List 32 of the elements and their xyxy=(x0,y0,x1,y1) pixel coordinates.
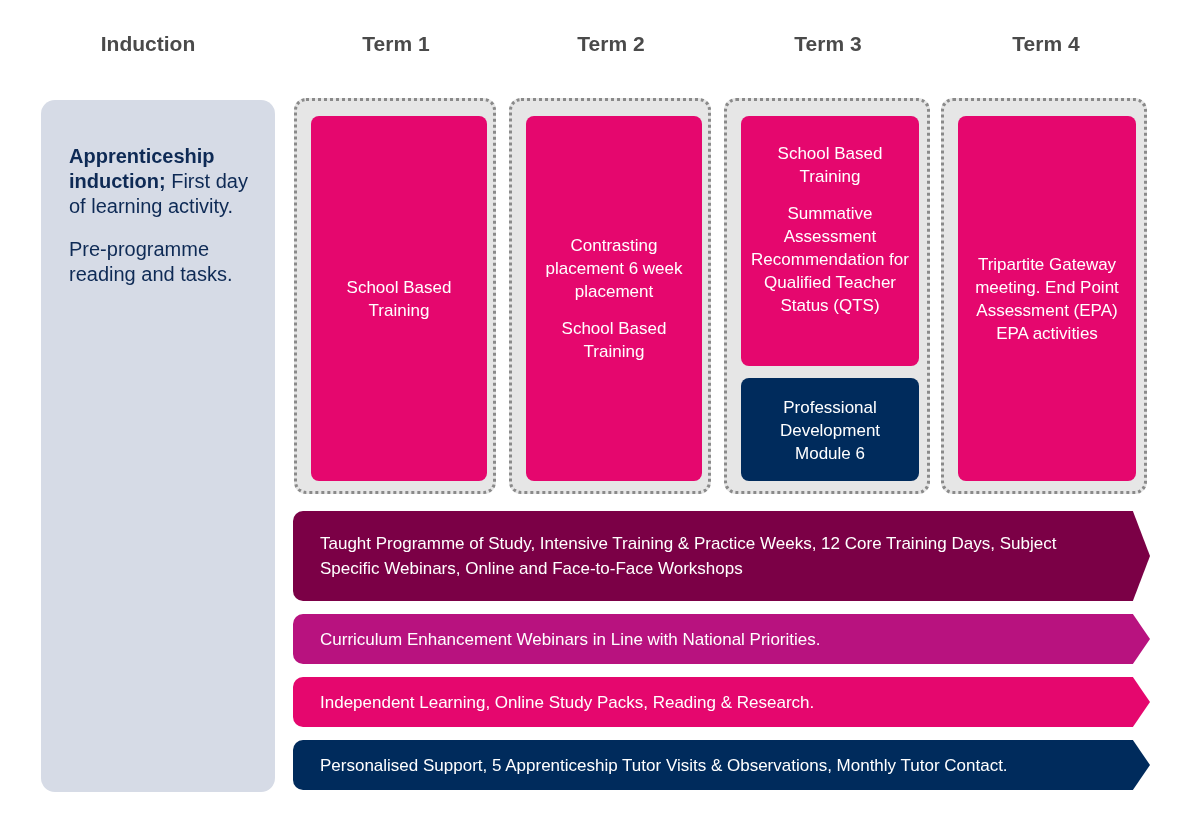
activity-box xyxy=(526,116,702,481)
column-heading: Term 3 xyxy=(793,32,863,56)
activity-box xyxy=(741,116,919,366)
term-panel xyxy=(509,98,711,494)
column-heading: Term 4 xyxy=(1011,32,1081,56)
induction-panel xyxy=(41,100,275,792)
box-text: School Based Training xyxy=(776,143,884,188)
arrow-banner xyxy=(293,511,1150,601)
box-text: Contrasting placement 6 week placement xyxy=(544,235,684,303)
banner-text: Taught Programme of Study, Intensive Training & Practice Weeks, 12 Core Training Days, Subject Specific Webinars, Online and Face-to-Face Workshops xyxy=(320,533,1058,580)
column-heading: Term 2 xyxy=(576,32,646,56)
term-panel xyxy=(294,98,496,494)
banner-text: Curriculum Enhancement Webinars in Line with National Priorities. xyxy=(320,628,822,651)
box-text: School Based Training xyxy=(560,318,668,363)
activity-box xyxy=(311,116,487,481)
column-heading: Term 1 xyxy=(361,32,431,56)
term-panel xyxy=(724,98,930,494)
banner-text: Independent Learning, Online Study Packs, Reading & Research. xyxy=(320,691,816,714)
arrow-banner xyxy=(293,614,1150,664)
induction-text: Apprenticeship induction; First day of learning activity. xyxy=(69,144,249,219)
arrow-banner xyxy=(293,740,1150,790)
arrow-banner xyxy=(293,677,1150,727)
box-text: Professional Development Module 6 xyxy=(778,397,882,465)
column-heading: Induction xyxy=(99,32,197,56)
induction-text: Pre-programme reading and tasks. xyxy=(69,237,234,287)
box-text: Summative Assessment Recommendation for Qualified Teacher Status (QTS) xyxy=(751,203,909,317)
box-text: School Based Training xyxy=(345,276,453,322)
module-box xyxy=(741,378,919,481)
activity-box xyxy=(958,116,1136,481)
box-text: Tripartite Gateway meeting. End Point Assessment (EPA) EPA activities xyxy=(974,253,1120,345)
term-panel xyxy=(941,98,1147,494)
banner-text: Personalised Support, 5 Apprenticeship Tutor Visits & Observations, Monthly Tutor Contact. xyxy=(320,754,1009,777)
